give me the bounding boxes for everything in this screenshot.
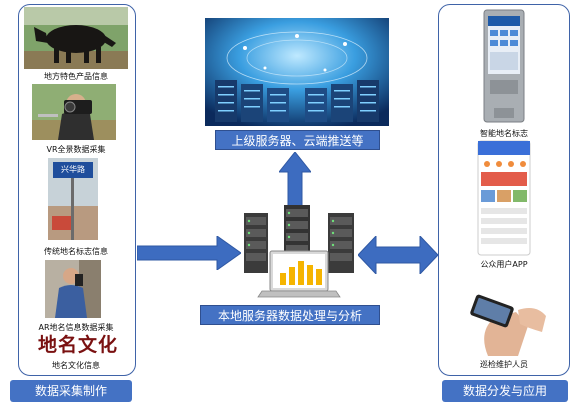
- up-arrow-icon: [279, 152, 311, 206]
- local-product-photo: [24, 7, 128, 69]
- bidirectional-arrow-icon: [358, 236, 438, 274]
- place-name-culture-caption: 地名文化信息: [52, 361, 100, 370]
- public-app-screenshot: [477, 140, 531, 256]
- street-sign-text: 兴华路: [61, 165, 85, 174]
- local-server-label: 本地服务器数据处理与分析: [200, 305, 380, 325]
- place-name-culture-logo: 地名文化: [37, 334, 118, 356]
- street-sign-photo: 兴华路: [48, 158, 98, 240]
- traditional-sign-caption: 传统地名标志信息: [44, 247, 108, 256]
- maintenance-staff-photo: [458, 282, 558, 356]
- public-app-caption: 公众用户APP: [480, 260, 528, 269]
- cloud-datacenter-image: [205, 18, 389, 126]
- street-sign-plate: 兴华路: [53, 162, 93, 178]
- local-product-caption: 地方特色产品信息: [44, 72, 108, 81]
- vr-camera-photo: [32, 84, 116, 140]
- vr-collection-caption: VR全景数据采集: [46, 145, 106, 154]
- smart-sign-kiosk-image: [480, 8, 528, 126]
- right-arrow-icon: [137, 236, 241, 270]
- ar-collection-photo: [45, 260, 101, 318]
- data-distribution-tag: 数据分发与应用: [442, 380, 568, 402]
- upper-server-label: 上级服务器、云端推送等: [215, 130, 380, 150]
- maintenance-staff-caption: 巡检维护人员: [480, 360, 528, 369]
- data-collection-tag: 数据采集制作: [10, 380, 132, 402]
- smart-sign-caption: 智能地名标志: [480, 129, 528, 138]
- local-server-illustration: [240, 203, 358, 303]
- ar-collection-caption: AR地名信息数据采集: [38, 323, 114, 332]
